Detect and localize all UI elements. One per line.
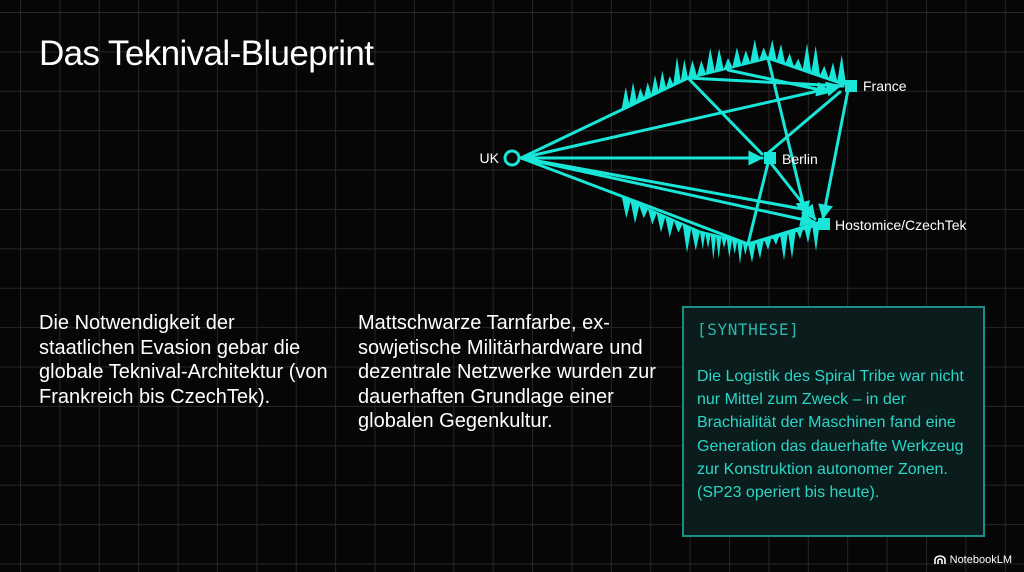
node-france [845,80,857,92]
label-hostomice: Hostomice/CzechTek [835,217,967,233]
edge-bottom-berlin [746,161,770,246]
edge-uk-top-vertex [519,76,690,160]
edge-uk-france [519,81,842,160]
synthesis-box: [SYNTHESE] Die Logistik des Spiral Tribe… [682,306,985,537]
left-column-text: Die Notwendigkeit der staatlichen Evasio… [39,312,328,408]
synthesis-body: Die Logistik des Spiral Tribe war nicht … [697,368,964,502]
edge-top-cross [726,68,832,97]
edge-bottom-hostomice [746,223,818,246]
edge-berlin-hostomice [768,160,817,221]
edge-uk-mid-route [519,156,810,212]
brand-label: NotebookLM [949,554,1012,566]
notebooklm-logo-icon [933,555,946,564]
slide-title: Das Teknival-Blueprint [39,34,374,73]
middle-column-text: Mattschwarze Tarnfarbe, ex-sowjetische M… [358,312,656,432]
label-france: France [863,78,907,94]
edge-peak-france [766,56,845,86]
synthesis-title: [SYNTHESE] [697,320,800,339]
label-berlin: Berlin [782,151,818,167]
edge-top-berlin [686,76,764,156]
spike-fringe-top [622,39,846,109]
edge-berlin-france [766,90,842,155]
node-uk [503,149,521,167]
node-berlin [764,152,776,164]
label-uk: UK [480,150,500,166]
edge-uk-bottom-vertex [519,156,750,246]
edge-france-hostomice [818,88,850,220]
notebooklm-watermark: NotebookLM [933,554,1012,566]
edge-uk-hostomice [519,156,816,227]
node-hostomice [818,218,830,230]
